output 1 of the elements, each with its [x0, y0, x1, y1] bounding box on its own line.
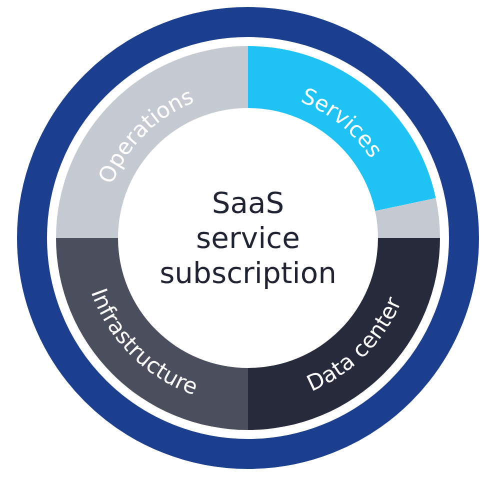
center-label: SaaS service subscription: [160, 186, 336, 290]
